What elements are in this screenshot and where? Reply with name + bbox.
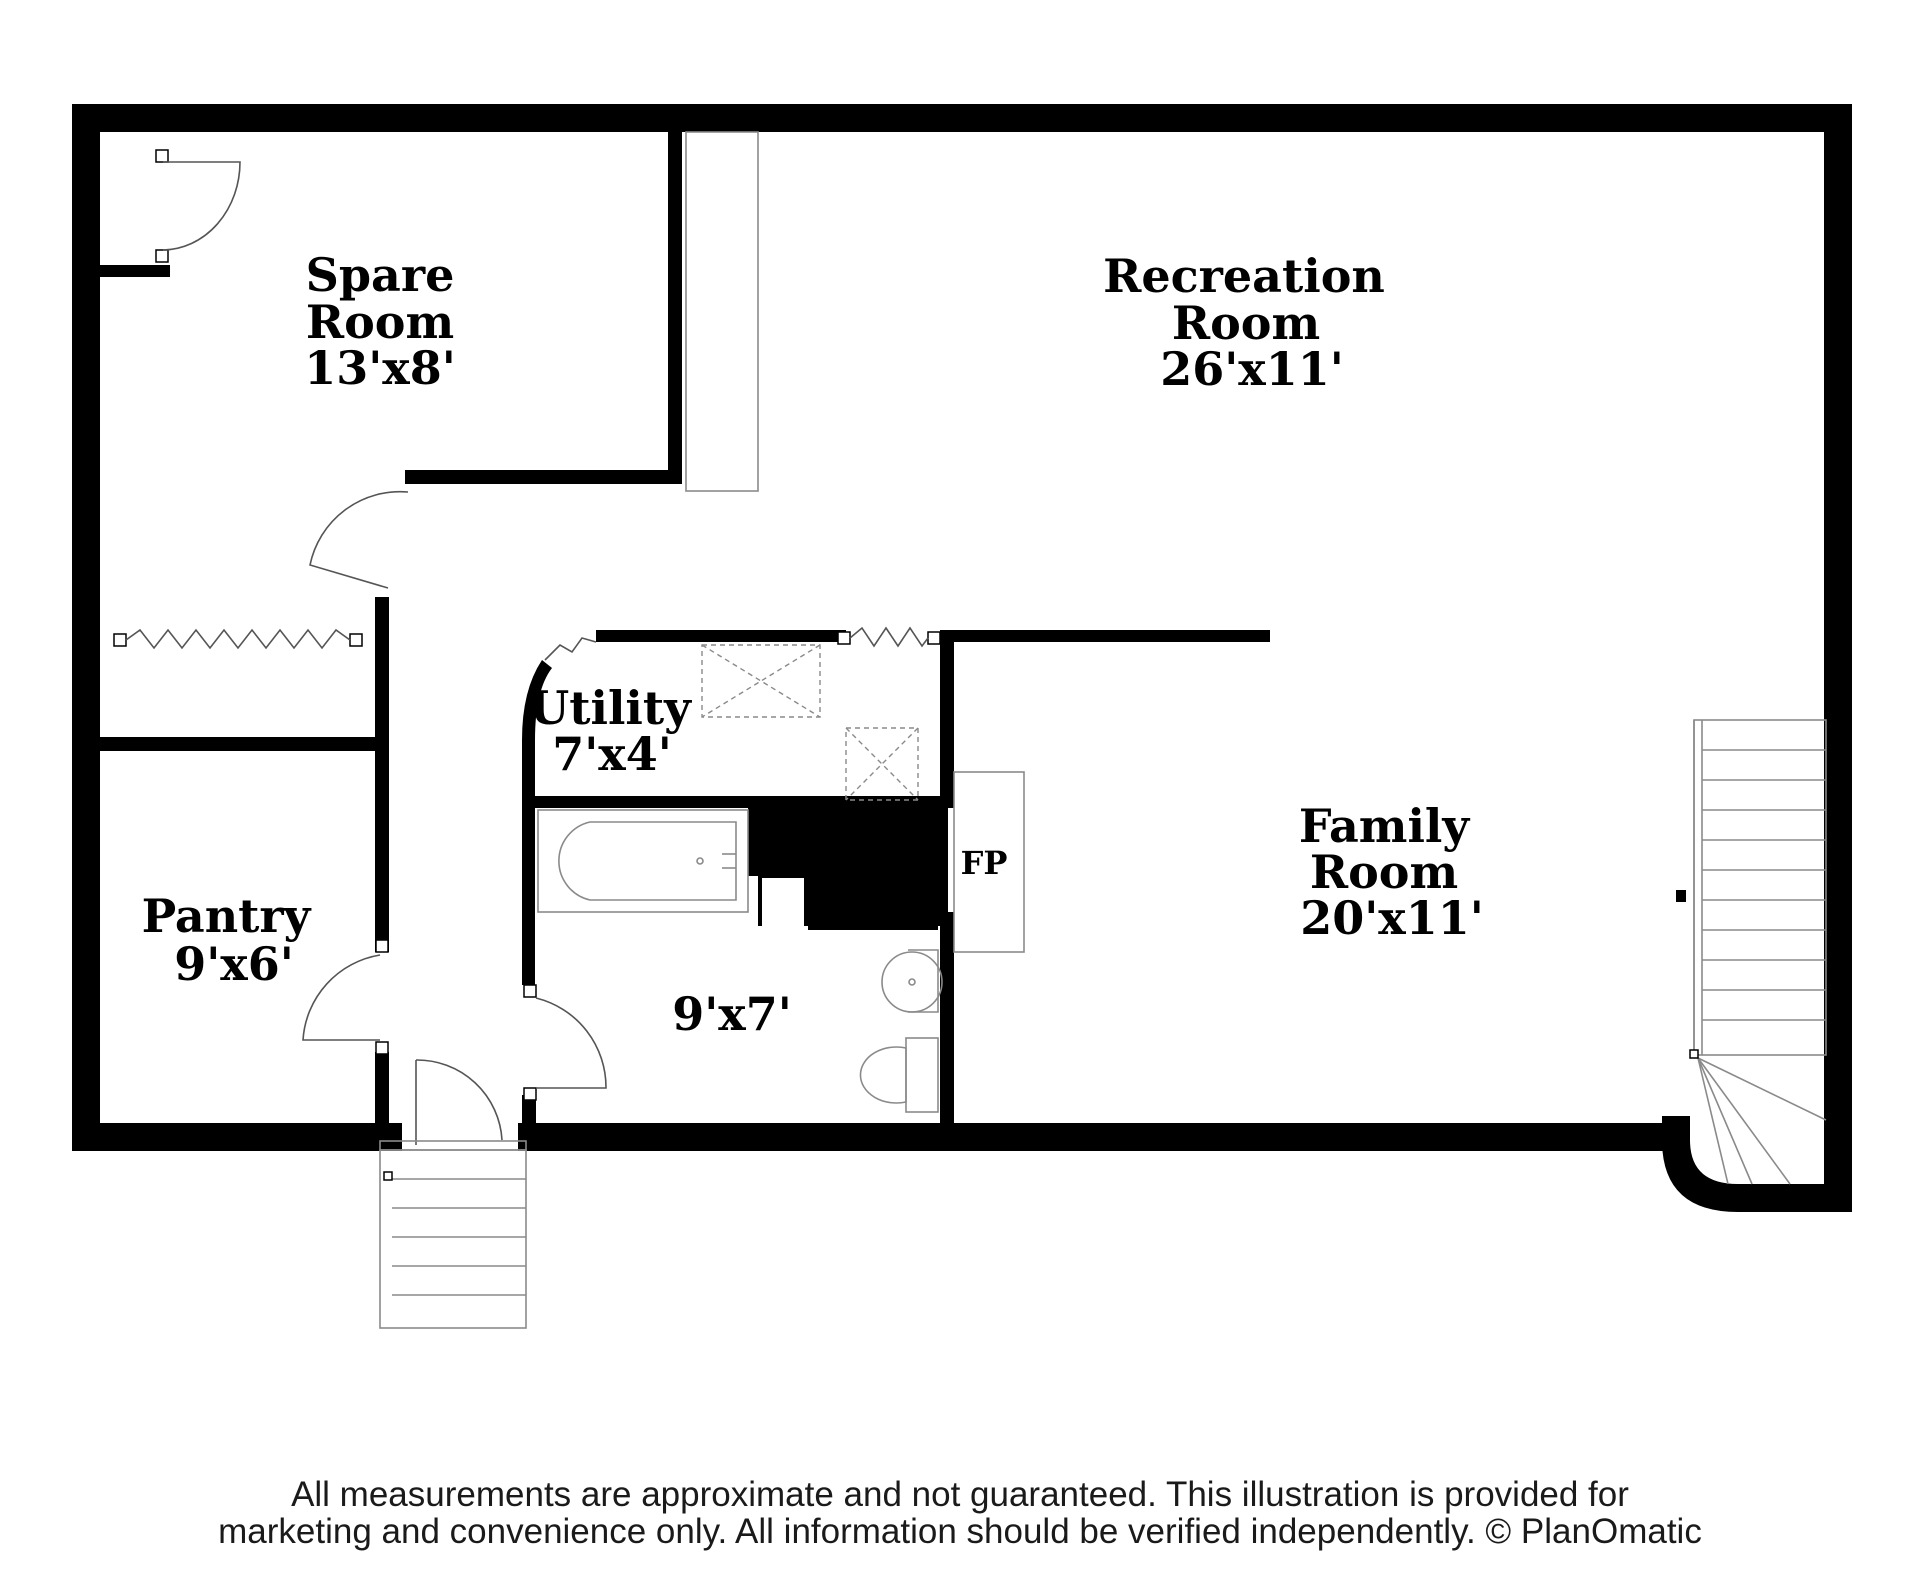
exterior-stair-outline [379,1149,527,1329]
pantry-door-swing [302,954,381,1041]
jamb [155,249,169,263]
sink [881,951,943,1013]
utility-label: Utility 7'x4' [529,681,707,781]
closet-ledge-wall [98,265,170,277]
bathroom-label: 9'x7' [672,987,792,1041]
stair-winder [1697,1057,1753,1185]
family-room-dimensions: 20'x11' [1300,891,1484,945]
family-room-name: Family [1299,799,1471,853]
bath-entry-lower-wall [522,1095,536,1127]
pantry-label: Pantry 9'x6' [142,889,327,991]
jamb [113,633,127,647]
fp-left-wall-upper [940,790,954,808]
appliance-outline [845,727,919,801]
utility-door-swing [544,637,597,661]
bathroom-dimensions: 9'x7' [672,987,792,1041]
toilet [859,1046,907,1104]
fireplace-hearth [953,771,1025,953]
family-room-label: Family Room 20'x11' [1299,799,1485,945]
spare-room-name: Spare [306,248,455,302]
disclaimer-line-1: All measurements are approximate and not… [291,1475,1629,1514]
exterior-walls [72,104,1852,1212]
disclaimer-line-2: marketing and convenience only. All info… [218,1512,1702,1551]
jamb [523,1087,537,1101]
door-swings [162,161,607,1145]
bifold-door [125,628,351,650]
pantry-top-wall [98,737,380,751]
wall-top [72,104,1852,132]
jamb [349,633,363,647]
fixtures [379,131,1827,1329]
family-room-name-2: Room [1310,845,1458,899]
sink-counter [908,949,939,1013]
bifold-doors [125,626,929,650]
interior-stair-outline [1693,719,1827,1056]
stair-rail-post [1676,890,1686,902]
hall-partition-lower-wall [375,1052,389,1127]
jamb [927,631,941,645]
jamb [375,1041,389,1055]
spare-room-bottom-wall [405,470,682,484]
wall-bottom-right [518,1123,1668,1151]
jamb [375,939,389,953]
stair-newel [383,1171,393,1181]
utility-top-wall-a [596,630,846,642]
fp-left-wall-lower [940,912,954,928]
bath-door-swing [535,997,607,1089]
column-outline [685,131,759,492]
hall-partition-wall [375,597,389,952]
door-jambs [113,149,941,1101]
mechanical-block [748,796,808,876]
spare-room-door-swing [309,490,409,589]
pantry-dimensions: 9'x6' [174,937,294,991]
jamb [837,631,851,645]
appliance-cross [845,727,919,801]
stair-winder [1697,1057,1827,1121]
bath-top-wall [522,796,760,808]
wall-bottom-curve [1662,1116,1852,1212]
recreation-room-dimensions: 26'x11' [1160,342,1344,396]
spare-room-dimensions: 13'x8' [304,341,456,395]
stair-treads [392,749,1826,1296]
utility-top-wall-b [940,630,1270,642]
jamb [155,149,169,163]
chimney-lower [808,870,938,930]
interior-walls [98,130,1270,1127]
spare-room-right-wall [668,130,682,480]
stair-winder [1697,1057,1791,1185]
wall-right [1824,104,1852,1212]
tub-drain [696,857,704,865]
bathtub [537,809,749,913]
stair-winder [1697,1057,1729,1185]
disclaimer: All measurements are approximate and not… [0,1476,1920,1550]
wall-bottom-left [72,1123,402,1151]
recreation-room-name-2: Room [1172,296,1320,350]
closet-door-swing [162,161,241,251]
recreation-room-name: Recreation [1103,249,1385,303]
recreation-room-label: Recreation Room 26'x11' [1103,249,1401,396]
jamb [523,984,537,998]
utility-left-curved-wall [522,660,552,985]
appliance-outline [701,644,821,718]
bath-right-wall [940,920,954,1125]
bifold-door [849,626,929,648]
front-door-swing [415,1059,503,1145]
appliance-cross [845,727,919,801]
pantry-name: Pantry [142,889,312,943]
bathtub-basin [558,821,737,901]
stair-newel [1689,1049,1699,1059]
wall-left [72,104,100,1151]
mechanical-notch [762,878,804,936]
utility-name: Utility [529,681,692,735]
stair-winders [1697,1057,1827,1185]
spare-room-label: Spare Room 13'x8' [304,248,470,395]
utility-dimensions: 7'x4' [552,727,672,781]
toilet-tank [905,1037,939,1113]
spare-room-name-2: Room [306,295,454,349]
utility-right-wall [940,638,954,793]
sink-drain [908,978,916,986]
exterior-stair-landing [379,1140,527,1151]
fireplace-label: FP [961,844,1008,882]
